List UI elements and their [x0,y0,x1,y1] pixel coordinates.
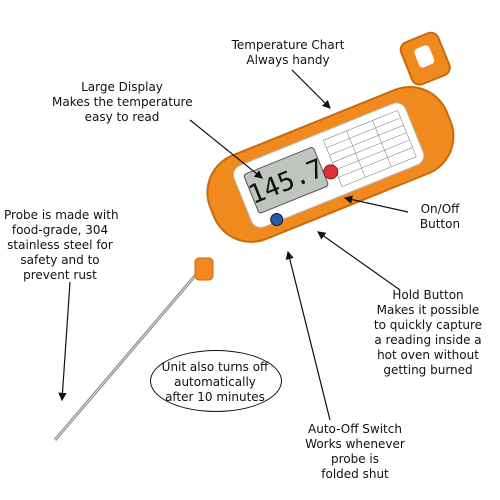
callout-probe: Probe is made with food-grade, 304 stain… [4,208,119,282]
arrow-hold [317,231,401,291]
on-off-button[interactable] [322,163,340,181]
note-ellipse [150,350,282,412]
lcd-display [243,147,329,214]
callout-temperature-chart: Temperature Chart Always handy [231,38,345,67]
note-auto-off: Unit also turns off automatically after … [161,360,269,404]
hold-button[interactable] [269,212,285,228]
callout-hold: Hold Button Makes it possible to quickly… [373,288,483,377]
callout-on-off: On/Off Button [419,202,461,231]
callout-large-display: Large Display Makes the temperature easy… [52,80,193,124]
arrow-display [189,119,263,179]
temperature-chart [323,109,417,188]
arrow-probe [58,281,71,402]
arrow-chart [291,69,331,109]
arrow-autooff [285,250,331,421]
arrow-onoff [343,195,409,213]
callout-auto-off: Auto-Off Switch Works whenever probe is … [305,422,405,481]
